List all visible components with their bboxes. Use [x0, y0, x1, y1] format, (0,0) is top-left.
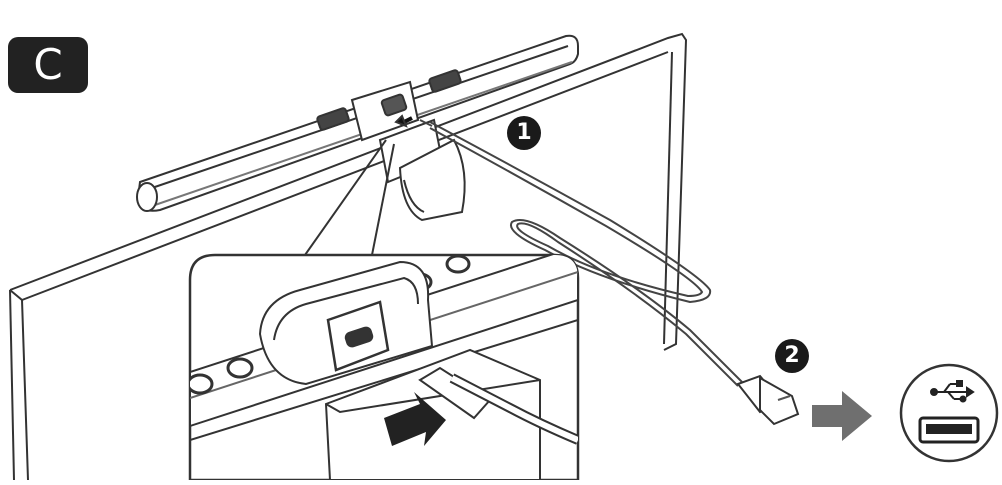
monitor — [9, 32, 688, 481]
usb-port-icon — [899, 363, 999, 463]
zoom-inset — [188, 253, 580, 482]
step-1-badge: 1 — [507, 116, 541, 150]
step-2-badge: 2 — [775, 339, 809, 373]
usb-cable — [419, 119, 743, 387]
clip-assembly — [350, 80, 466, 222]
zoom-callout-lines — [304, 139, 395, 256]
arrow-right-icon — [812, 391, 872, 441]
usb-plug — [736, 374, 800, 426]
usb-icon — [930, 380, 975, 403]
panel-letter-badge: C — [8, 37, 88, 93]
